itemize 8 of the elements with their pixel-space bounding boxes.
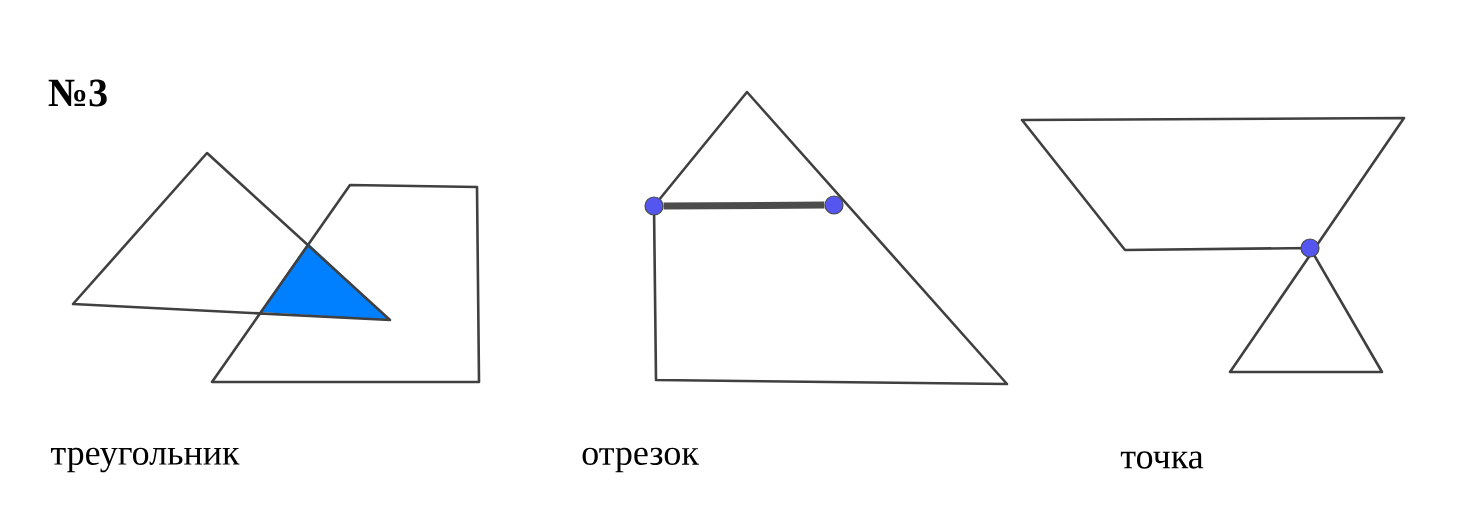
figure-caption: отрезок (582, 447, 699, 473)
problem-number: №3 (48, 79, 107, 107)
segment (663, 201, 825, 210)
figure-caption: точка (1120, 451, 1204, 469)
figure-caption: треугольник (51, 447, 240, 473)
point (1300, 238, 1320, 258)
point (824, 195, 844, 215)
point (644, 196, 664, 216)
